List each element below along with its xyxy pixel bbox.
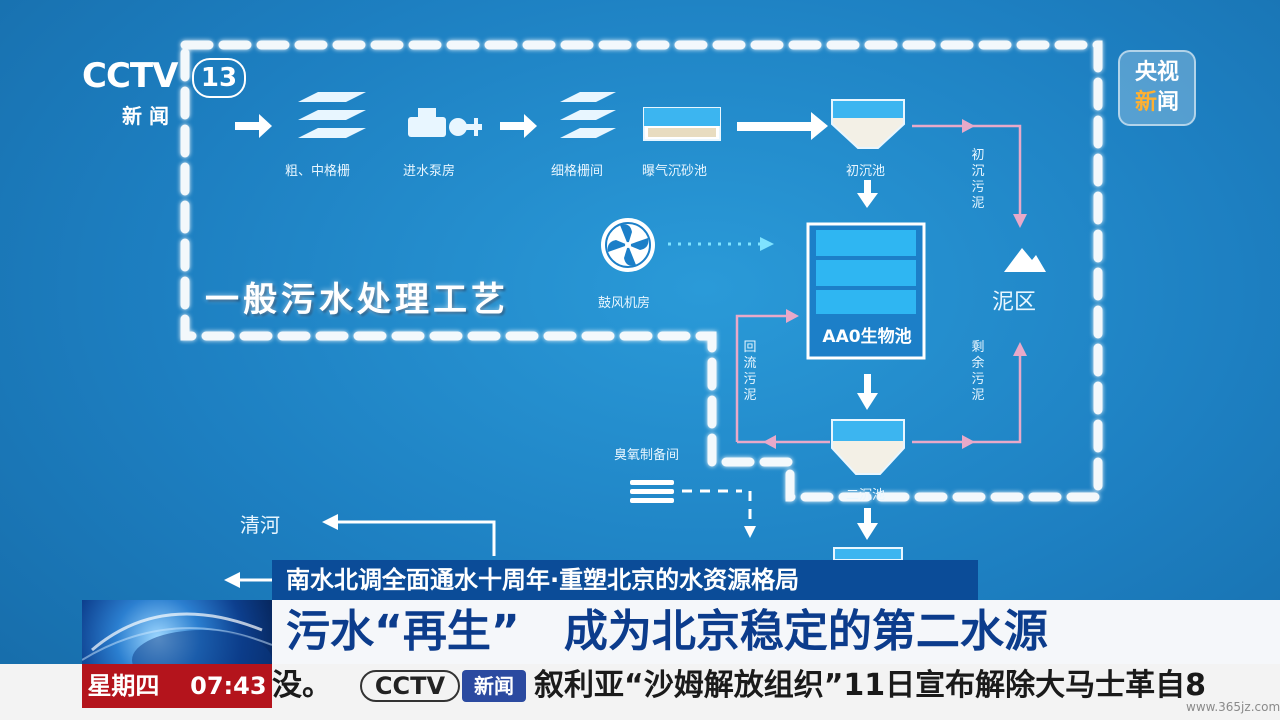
label-primary-sludge: 初沉污泥 (971, 148, 985, 211)
label-excess-sludge: 剩余污泥 (971, 340, 985, 403)
primary-clarifier-icon (831, 99, 905, 149)
label-return-sludge: 回流污泥 (743, 340, 757, 403)
label-grit-chamber: 曝气沉砂池 (642, 164, 708, 179)
label-secondary-clarifier: 二沉池 (846, 488, 886, 503)
channel-logo: CCTV 13 新 闻 (82, 56, 246, 128)
blower-fan-icon (601, 218, 655, 272)
globe-graphic (82, 600, 272, 664)
process-title: 一般污水处理工艺 (205, 280, 509, 320)
label-river: 清河 (240, 513, 280, 537)
ticker-day: 星期四 (87, 672, 160, 700)
coarse-screen-icon (298, 92, 366, 138)
next-tank-icon (833, 547, 903, 561)
ozone-icon (630, 480, 674, 503)
ticker-text: 叙利亚“沙姆解放组织”11日宣布解除大马士革自8 (534, 668, 1207, 703)
badge-line2: 新闻 (1134, 90, 1180, 115)
headline-banner: 污水“再生” 成为北京稳定的第二水源 (272, 600, 1280, 664)
label-fine-screen: 细格栅间 (551, 164, 604, 179)
grit-chamber-icon (643, 107, 721, 141)
fine-screen-icon (560, 92, 616, 138)
label-ozone-room: 臭氧制备间 (614, 448, 680, 463)
channel-number: 13 (192, 58, 246, 98)
ticker-logo: CCTV 新闻 (360, 670, 530, 702)
ticker-lead: 没。 (272, 668, 332, 703)
label-sludge-zone: 泥区 (992, 290, 1037, 315)
secondary-clarifier-icon (831, 419, 905, 475)
day-time-box: 星期四 07:43 (82, 664, 272, 708)
label-pump-room: 进水泵房 (403, 164, 456, 179)
label-primary-clarifier: 初沉池 (846, 164, 886, 179)
badge-line1: 央视 (1134, 60, 1179, 85)
ticker-time: 07:43 (190, 672, 267, 700)
sludge-mountain-icon (1004, 248, 1046, 272)
watermark: www.365jz.com (1186, 700, 1280, 714)
ticker-news-label: 新闻 (462, 670, 526, 702)
label-coarse-screen: 粗、中格栅 (285, 164, 351, 179)
channel-sub: 新 闻 (122, 104, 169, 128)
pump-icon (408, 108, 482, 137)
ticker-cctv-wordmark: CCTV (360, 670, 460, 702)
label-blower-room: 鼓风机房 (598, 296, 651, 311)
topic-banner: 南水北调全面通水十周年·重塑北京的水资源格局 (272, 560, 978, 600)
cctv-wordmark: CCTV (82, 56, 178, 96)
bio-tank-icon (806, 222, 926, 360)
globe-swirl-icon (82, 612, 272, 664)
process-boundary (180, 40, 1103, 502)
label-bio-tank: AA0生物池 (822, 327, 912, 347)
cctv-news-badge: 央视 新闻 (1118, 50, 1196, 126)
